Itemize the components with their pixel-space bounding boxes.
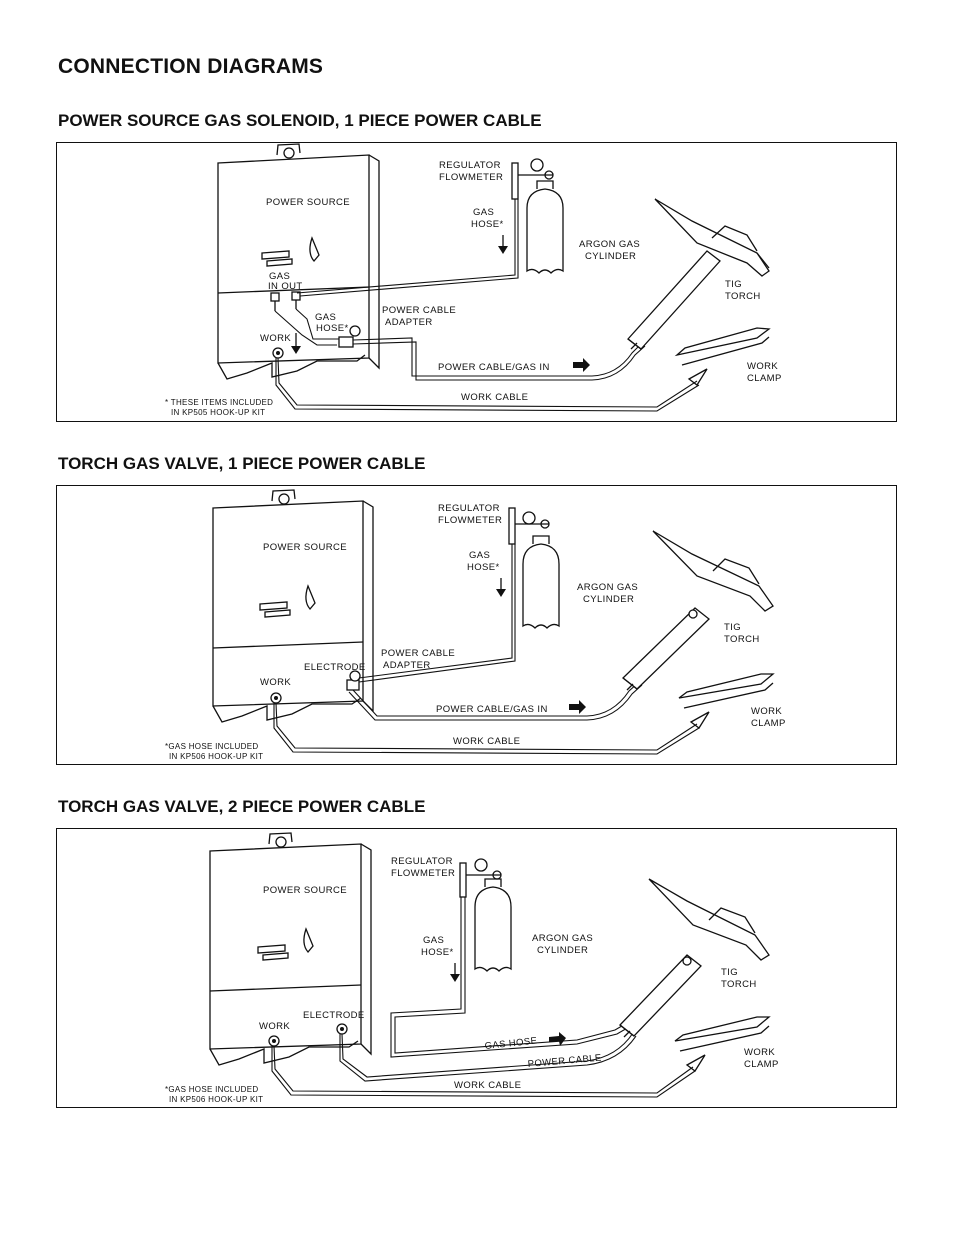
diagram-1-panel: POWER SOURCE GAS IN OUT WORK REGULATOR F… — [56, 142, 897, 422]
work-cable-label: WORK CABLE — [454, 1080, 521, 1091]
gas-label: GAS — [269, 271, 290, 282]
gas-hose-label: GAS — [473, 207, 494, 218]
adapter-label-2: ADAPTER — [385, 317, 433, 328]
adapter-label: POWER CABLE — [381, 648, 455, 659]
diagram-1-drawing: POWER SOURCE GAS IN OUT WORK REGULATOR F… — [165, 143, 782, 417]
work-clamp-label: WORK — [751, 706, 782, 717]
work-cable-label: WORK CABLE — [461, 392, 528, 403]
argon-label: ARGON GAS — [532, 933, 593, 944]
right-arrow — [573, 358, 590, 372]
note-line-1: *GAS HOSE INCLUDED — [165, 1085, 258, 1094]
work-clamp-label: WORK — [744, 1047, 775, 1058]
note-line-1: * THESE ITEMS INCLUDED — [165, 398, 273, 407]
power-cable-label: POWER CABLE — [527, 1053, 602, 1070]
cylinder-label: CYLINDER — [583, 594, 634, 605]
work-clamp-label: WORK — [747, 361, 778, 372]
cylinder-label: CYLINDER — [585, 251, 636, 262]
adapter-label: POWER CABLE — [382, 305, 456, 316]
gas-hose-line — [296, 199, 516, 294]
work-clamp — [674, 327, 771, 386]
regulator-label: REGULATOR — [391, 856, 453, 867]
gas-hose-label-2: HOSE* — [467, 562, 500, 573]
diagram-1-title: POWER SOURCE GAS SOLENOID, 1 PIECE POWER… — [58, 111, 542, 130]
note-line-1: *GAS HOSE INCLUDED — [165, 742, 258, 751]
diagram-2-title: TORCH GAS VALVE, 1 PIECE POWER CABLE — [58, 454, 426, 473]
diagram-3-title: TORCH GAS VALVE, 2 PIECE POWER CABLE — [58, 797, 426, 816]
flowmeter-label: FLOWMETER — [439, 172, 503, 183]
argon-label: ARGON GAS — [579, 239, 640, 250]
diagram-3-panel: POWER SOURCE ELECTRODE WORK REGULATOR FL… — [56, 828, 897, 1108]
gas-hose-label: GAS — [469, 550, 490, 561]
tig-label: TIG — [721, 967, 738, 978]
regulator-label: REGULATOR — [438, 503, 500, 514]
tig-label: TIG — [724, 622, 741, 633]
work-label: WORK — [260, 677, 291, 688]
argon-label: ARGON GAS — [577, 582, 638, 593]
diagram-2-panel: POWER SOURCE ELECTRODE WORK REGULATOR FL… — [56, 485, 897, 765]
regulator-label: REGULATOR — [439, 160, 501, 171]
gas-hose2-label-2: HOSE* — [316, 323, 349, 334]
gas-hose-label-2: HOSE* — [421, 947, 454, 958]
adapter-label-2: ADAPTER — [383, 660, 431, 671]
argon-cylinder — [474, 878, 512, 972]
regulator-flowmeter — [459, 858, 502, 898]
cylinder-label: CYLINDER — [537, 945, 588, 956]
power-cable-label: POWER CABLE/GAS IN — [436, 704, 548, 715]
power-source-unit — [217, 143, 380, 380]
gas-hose-label: GAS — [423, 935, 444, 946]
note-line-2: IN KP506 HOOK-UP KIT — [169, 752, 263, 761]
work-terminal — [270, 692, 282, 704]
note-line-2: IN KP506 HOOK-UP KIT — [169, 1095, 263, 1104]
tig-label: TIG — [725, 279, 742, 290]
electrode-adapter — [346, 670, 361, 691]
power-source-unit — [209, 832, 372, 1066]
electrode-label: ELECTRODE — [304, 662, 366, 673]
power-cable-label: POWER CABLE/GAS IN — [438, 362, 550, 373]
gas-hose-label-2: HOSE* — [471, 219, 504, 230]
tig-torch — [627, 198, 770, 350]
power-source-label: POWER SOURCE — [263, 542, 347, 553]
electrode-terminal — [336, 1023, 348, 1035]
work-terminal — [272, 347, 284, 359]
flowmeter-label: FLOWMETER — [391, 868, 455, 879]
electrode-label: ELECTRODE — [303, 1010, 365, 1021]
gas-hose2-label: GAS — [315, 312, 336, 323]
work-label: WORK — [260, 333, 291, 344]
work-clamp-label-2: CLAMP — [744, 1059, 779, 1070]
diagram-3-drawing: POWER SOURCE ELECTRODE WORK REGULATOR FL… — [165, 832, 779, 1104]
gas-in-out-label: IN OUT — [268, 281, 303, 292]
power-source-label: POWER SOURCE — [263, 885, 347, 896]
note-line-2: IN KP505 HOOK-UP KIT — [171, 408, 265, 417]
work-terminal — [268, 1035, 280, 1047]
work-cable-label: WORK CABLE — [453, 736, 520, 747]
torch-label: TORCH — [724, 634, 760, 645]
work-clamp-label-2: CLAMP — [747, 373, 782, 384]
gas-fittings — [270, 291, 301, 311]
torch-label: TORCH — [721, 979, 757, 990]
regulator-flowmeter — [508, 507, 550, 545]
argon-cylinder — [526, 180, 564, 274]
torch-label: TORCH — [725, 291, 761, 302]
tig-torch — [619, 878, 770, 1038]
diagram-2-drawing: POWER SOURCE ELECTRODE WORK REGULATOR FL… — [165, 489, 786, 761]
power-source-label: POWER SOURCE — [266, 197, 350, 208]
tig-torch — [622, 530, 774, 691]
argon-cylinder — [522, 535, 560, 629]
work-label: WORK — [259, 1021, 290, 1032]
flowmeter-label: FLOWMETER — [438, 515, 502, 526]
power-cable-adapter — [338, 325, 361, 348]
work-clamp-label-2: CLAMP — [751, 718, 786, 729]
page-title: CONNECTION DIAGRAMS — [58, 55, 324, 78]
gas-hose-line-label: GAS HOSE — [484, 1036, 538, 1052]
